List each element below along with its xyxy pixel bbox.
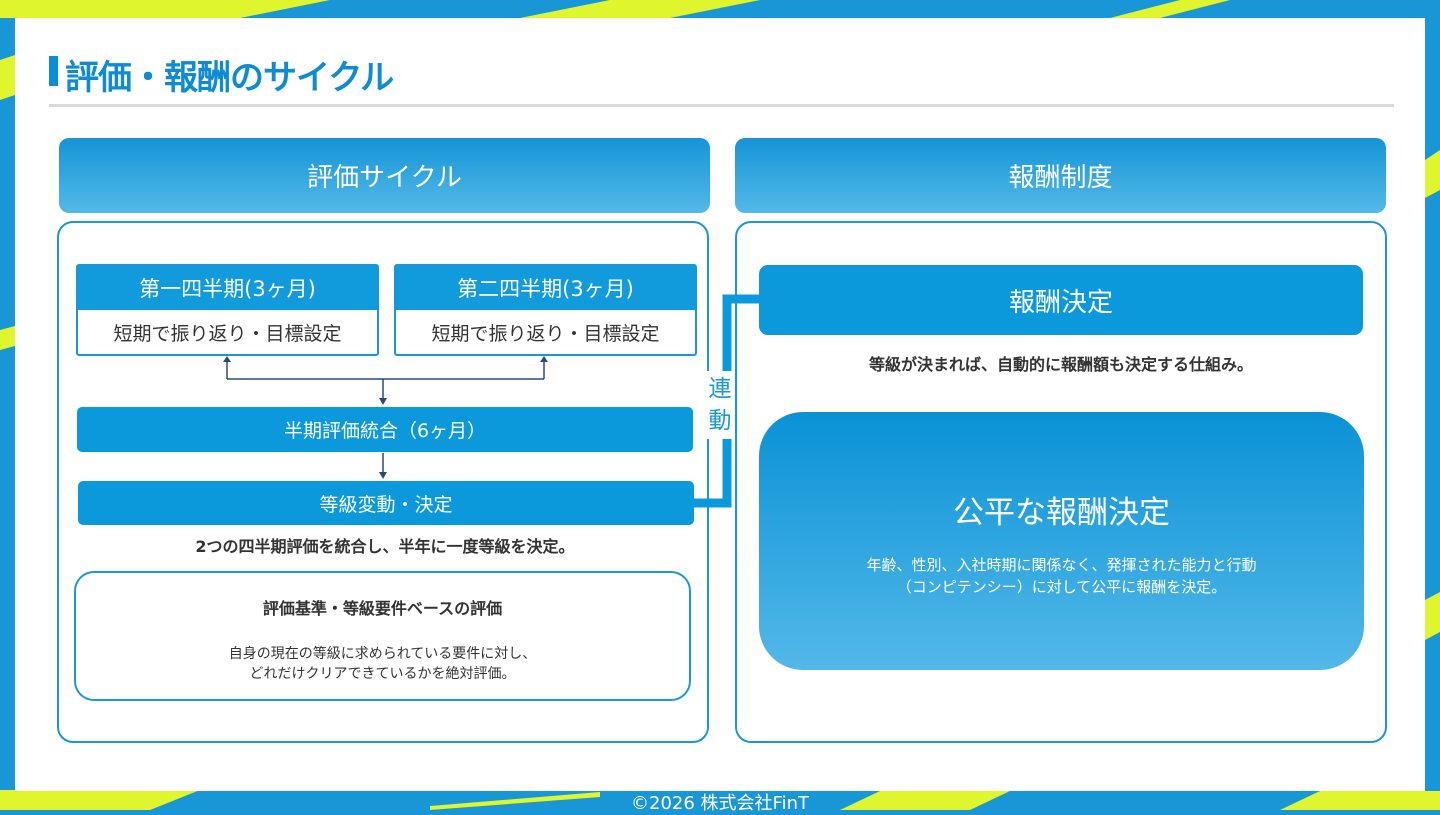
first-quarter-card: 第一四半期(3ヶ月) 短期で振り返り・目標設定 [76,264,379,356]
grade-decision-bar: 等級変動・決定 [78,481,694,525]
criteria-line-1: 自身の現在の等級に求められている要件に対し、 [228,646,537,662]
fair-compensation-card: 公平な報酬決定 年齢、性別、入社時期に関係なく、発揮された能力と行動 （コンピテ… [759,412,1364,670]
title-accent-bar [49,56,58,86]
criteria-title: 評価基準・等級要件ベースの評価 [262,599,503,618]
link-char-2: 動 [708,408,732,434]
second-quarter-desc: 短期で振り返り・目標設定 [431,322,660,345]
fair-compensation-line-1: 年齢、性別、入社時期に関係なく、発揮された能力と行動 [866,556,1257,574]
evaluation-criteria-box: 評価基準・等級要件ベースの評価 自身の現在の等級に求められている要件に対し、 ど… [74,571,691,701]
compensation-system-header: 報酬制度 [735,138,1386,213]
first-quarter-title: 第一四半期(3ヶ月) [78,266,377,310]
evaluation-cycle-header: 評価サイクル [59,138,710,213]
link-char-1: 連 [708,376,732,402]
fair-compensation-title: 公平な報酬決定 [953,495,1170,531]
right-summary-note: 等級が決まれば、自動的に報酬額も決定する仕組み。 [868,355,1253,374]
page-title: 評価・報酬のサイクル [65,58,394,98]
fair-compensation-line-2: （コンピテンシー）に対して公平に報酬を決定。 [896,578,1227,596]
link-label: 連 動 [705,371,735,439]
half-year-integration-bar: 半期評価統合（6ヶ月） [77,407,693,452]
first-quarter-desc: 短期で振り返り・目標設定 [113,322,342,345]
compensation-decision-bar: 報酬決定 [759,265,1363,335]
criteria-line-2: どれだけクリアできているかを絶対評価。 [249,666,516,682]
copyright-footer: ©2026 株式会社FinT [631,793,809,814]
second-quarter-card: 第二四半期(3ヶ月) 短期で振り返り・目標設定 [394,264,697,356]
title-divider [49,104,1394,107]
second-quarter-title: 第二四半期(3ヶ月) [396,266,695,310]
left-summary-note: 2つの四半期評価を統合し、半年に一度等級を決定。 [195,537,575,556]
